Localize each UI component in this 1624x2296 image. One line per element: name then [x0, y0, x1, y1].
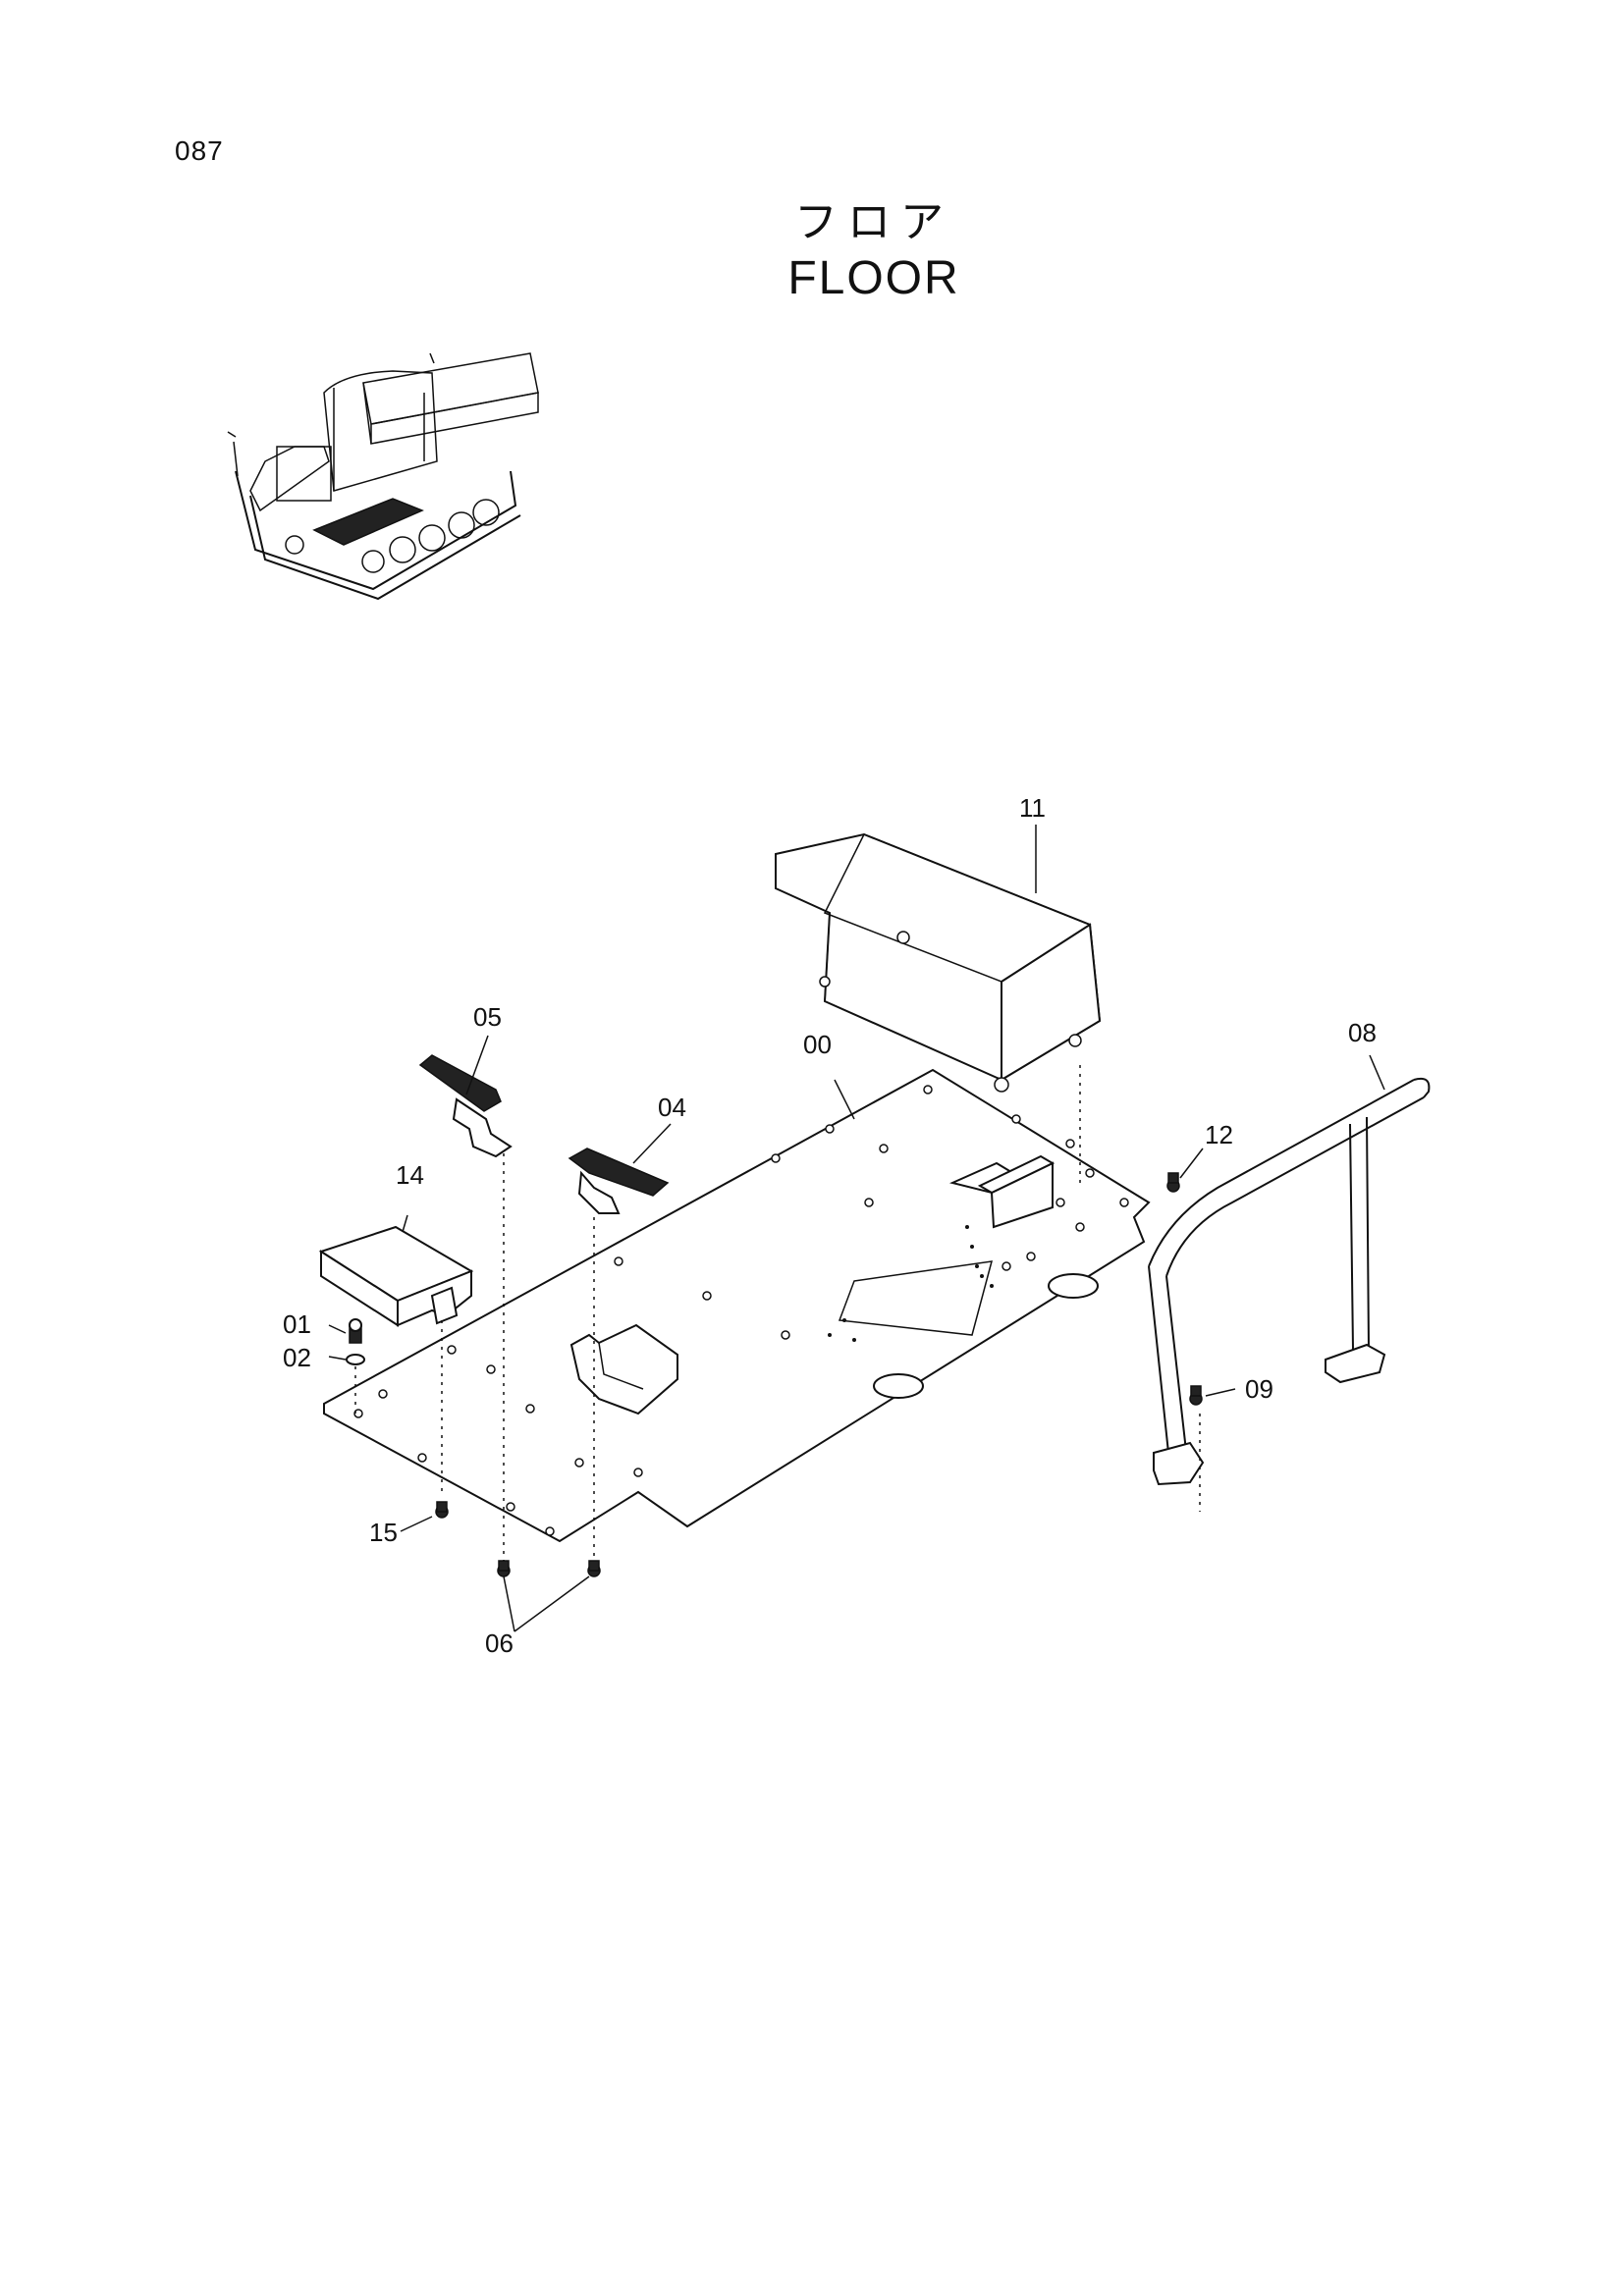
callout-11: 11	[1019, 793, 1046, 823]
bolt-01	[349, 1318, 362, 1344]
callout-08: 08	[1348, 1018, 1377, 1047]
box-11	[775, 832, 1102, 1188]
callout-12: 12	[1205, 1120, 1233, 1149]
callout-09: 09	[1245, 1374, 1273, 1404]
leader-lines	[328, 825, 1385, 1632]
page-number: 087	[175, 135, 224, 166]
pedal-04	[568, 1148, 670, 1566]
washer-02	[346, 1354, 365, 1414]
callout-14: 14	[396, 1160, 424, 1190]
callout-04: 04	[658, 1093, 686, 1122]
callout-01: 01	[283, 1309, 311, 1339]
cover-14	[318, 1225, 474, 1497]
pedal-05	[418, 1054, 513, 1566]
callout-02: 02	[283, 1343, 311, 1372]
machine-thumbnail	[227, 352, 539, 601]
callout-05: 05	[473, 1002, 502, 1032]
callout-15: 15	[369, 1518, 398, 1547]
callout-00: 00	[803, 1030, 832, 1059]
bolts-06	[497, 1560, 601, 1577]
callout-06: 06	[485, 1629, 514, 1658]
bolt-15	[435, 1501, 449, 1519]
title-block: フロア FLOOR	[687, 196, 1060, 308]
floor-plate-00	[323, 1068, 1151, 1543]
bolt-09	[1189, 1385, 1203, 1406]
title-english: FLOOR	[787, 252, 960, 304]
bolt-12	[1166, 1172, 1180, 1193]
title-japanese: フロア	[794, 197, 953, 247]
handrail-08	[1148, 1077, 1431, 1512]
callout-labels: 00 01 02 04 05 06 08 09 11 12 14 15	[283, 793, 1377, 1658]
